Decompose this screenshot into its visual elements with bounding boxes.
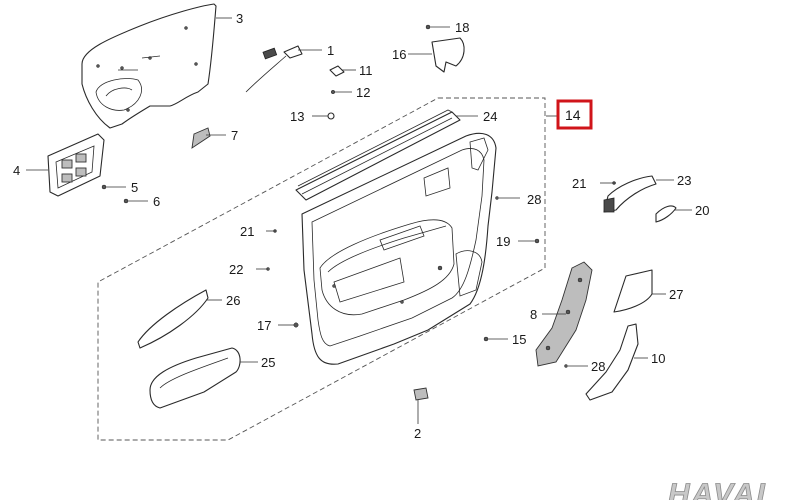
callout-18: 18 [455, 20, 469, 35]
callout-12: 12 [356, 85, 370, 100]
callout-24: 24 [483, 109, 497, 124]
callout-2: 2 [414, 426, 421, 441]
part-26-trim-strip [137, 289, 209, 349]
callout-7: 7 [231, 128, 238, 143]
part-2-clip [413, 387, 429, 401]
callout-21: 21 [240, 224, 254, 239]
callout-19: 19 [496, 234, 510, 249]
part-13-clip [327, 112, 335, 120]
part-4-switch-panel [47, 133, 105, 197]
part-19-screw [534, 238, 540, 244]
part-14-door-trim [301, 132, 497, 365]
part-5-screw [101, 184, 107, 190]
callout-25: 25 [261, 355, 275, 370]
callout-10: 10 [651, 351, 665, 366]
callout-14: 14 [565, 107, 581, 123]
callout-6: 6 [153, 194, 160, 209]
callout-8: 8 [530, 307, 537, 322]
callout-22: 22 [229, 262, 243, 277]
part-28-clip-upper [495, 196, 499, 200]
callout-3: 3 [236, 11, 243, 26]
callout-5: 5 [131, 180, 138, 195]
callout-28-lower: 28 [591, 359, 605, 374]
part-20-cap [655, 205, 677, 223]
part-6-screw [123, 198, 129, 204]
part-25-armrest-pad [149, 347, 241, 409]
callout-13: 13 [290, 109, 304, 124]
callout-14-highlight-box [556, 99, 593, 130]
leader-lines [26, 17, 692, 424]
callout-23: 23 [677, 173, 691, 188]
callout-20: 20 [695, 203, 709, 218]
part-27-cover [613, 269, 653, 313]
part-10-trim [585, 323, 639, 401]
part-1-rod [245, 45, 303, 93]
part-11-clip [329, 65, 345, 77]
callout-16: 16 [392, 47, 406, 62]
part-17-screw [293, 322, 299, 328]
part-7-bracket [191, 127, 211, 149]
callout-17: 17 [257, 318, 271, 333]
callout-15: 15 [512, 332, 526, 347]
callout-4: 4 [13, 163, 20, 178]
callout-27: 27 [669, 287, 683, 302]
part-25-detail [159, 357, 229, 389]
callout-11: 11 [359, 63, 373, 78]
part-23-handle [603, 175, 657, 213]
part-24-belt-molding [295, 109, 461, 201]
callout-28-upper: 28 [527, 192, 541, 207]
part-18-screw [425, 24, 431, 30]
assembly-boundary [97, 97, 546, 441]
part-3-panel [81, 3, 217, 129]
callout-1: 1 [327, 43, 334, 58]
callout-21-right: 21 [572, 176, 586, 191]
part-28-clip-lower [564, 364, 568, 368]
brand-logo: HAVAL [668, 478, 777, 500]
callout-26: 26 [226, 293, 240, 308]
part-16-cover [431, 37, 465, 73]
part-15-clip [483, 336, 489, 342]
